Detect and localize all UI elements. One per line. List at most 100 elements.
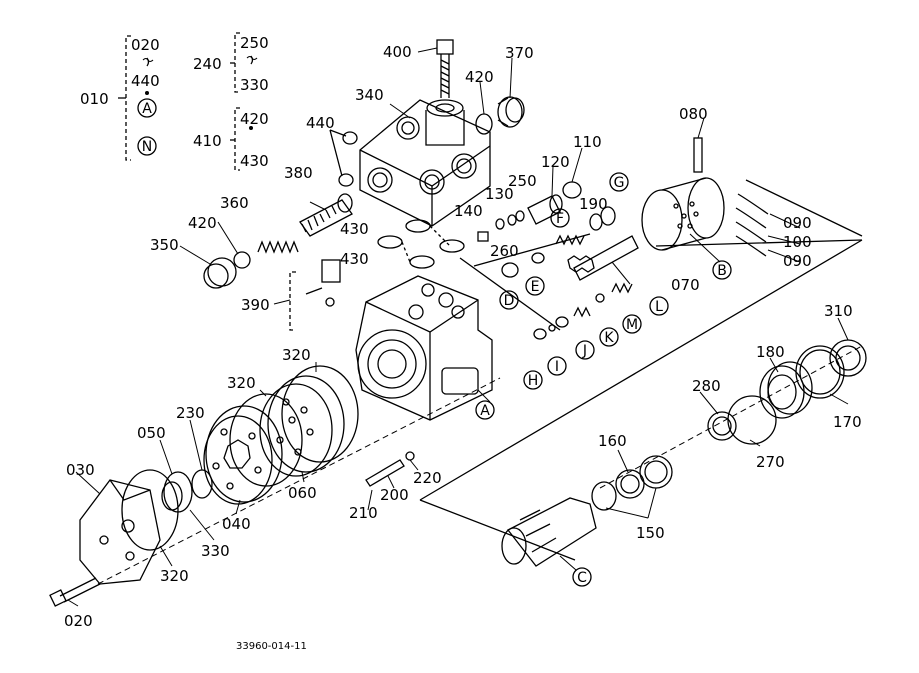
part-plate-060 (259, 375, 345, 477)
part-oring-430d (409, 255, 435, 269)
part-oring-320b (229, 393, 303, 487)
part-washer-150b (591, 481, 617, 511)
part-spring-360 (257, 240, 299, 254)
label-190: 190 (579, 195, 608, 213)
circle-letter-e: E (531, 279, 540, 295)
circle-letter-n: N (142, 139, 152, 155)
part-190 (589, 206, 616, 231)
group-bracket-410 (230, 107, 240, 171)
part-oring-320a (281, 365, 359, 463)
label-350: 350 (150, 236, 179, 254)
part-ring-420 (233, 251, 251, 269)
label-170: 170 (833, 413, 862, 431)
label-430-b: 430 (340, 220, 369, 238)
circle-letter-f: F (556, 211, 564, 227)
label-240: 240 (193, 55, 222, 73)
circle-letter-i: I (555, 359, 559, 375)
label-150: 150 (636, 524, 665, 542)
label-330-b: 330 (201, 542, 230, 560)
label-420-c: 420 (188, 214, 217, 232)
circle-letter-a-top: A (142, 101, 152, 117)
label-010: 010 (80, 90, 109, 108)
label-200: 200 (380, 486, 409, 504)
label-400: 400 (383, 43, 412, 61)
part-main-body (355, 275, 493, 421)
figure-number: 33960-014-11 (236, 641, 307, 652)
label-260: 260 (490, 242, 519, 260)
part-bolt-400 (436, 39, 454, 98)
part-pin-080 (693, 137, 703, 173)
part-shaft-c (501, 497, 597, 567)
part-140 (477, 231, 489, 242)
label-410: 410 (193, 132, 222, 150)
label-110: 110 (573, 133, 602, 151)
part-cap-350 (203, 257, 237, 289)
part-cover-340 (359, 99, 491, 227)
label-250-top: 250 (240, 34, 269, 52)
label-090-b: 090 (783, 252, 812, 270)
label-020-top: 020 (131, 36, 160, 54)
part-fitting-440a (342, 131, 358, 145)
circle-letter-k: K (604, 330, 614, 346)
label-340: 340 (355, 86, 384, 104)
circle-letter-m: M (626, 317, 638, 333)
label-080: 080 (679, 105, 708, 123)
label-320-a: 320 (282, 346, 311, 364)
part-spool-070 (567, 235, 639, 281)
label-050: 050 (137, 424, 166, 442)
label-250-b: 250 (508, 172, 537, 190)
circle-letter-a: A (480, 403, 490, 419)
label-380: 380 (284, 164, 313, 182)
label-130: 130 (485, 185, 514, 203)
label-070: 070 (671, 276, 700, 294)
label-180: 180 (756, 343, 785, 361)
part-bolt-020 (49, 577, 101, 607)
label-440-top: 440 (131, 72, 160, 90)
part-130 (495, 218, 505, 230)
part-end-cap-030 (79, 479, 161, 585)
label-220: 220 (413, 469, 442, 487)
label-430-c: 430 (340, 250, 369, 268)
label-090-a: 090 (783, 214, 812, 232)
part-ring-280 (707, 411, 737, 441)
label-040: 040 (222, 515, 251, 533)
label-440-b: 440 (306, 114, 335, 132)
part-bearing-180 (759, 361, 813, 419)
label-370: 370 (505, 44, 534, 62)
label-160: 160 (598, 432, 627, 450)
label-420-b: 420 (465, 68, 494, 86)
part-washer-160 (615, 469, 645, 499)
label-120: 120 (541, 153, 570, 171)
label-360: 360 (220, 194, 249, 212)
circle-letter-d: D (504, 293, 515, 309)
label-230: 230 (176, 404, 205, 422)
group-bracket-390 (289, 259, 341, 331)
label-390: 390 (241, 296, 270, 314)
label-030: 030 (66, 461, 95, 479)
part-oring-320c (121, 469, 179, 551)
part-spring-l (611, 282, 633, 294)
part-gerotor-040 (203, 405, 283, 505)
label-330-top: 330 (240, 76, 269, 94)
part-springs-090-100 (735, 193, 769, 257)
circle-letter-j: J (582, 343, 587, 359)
label-320-b: 320 (227, 374, 256, 392)
part-fitting-440b (338, 173, 354, 187)
label-420-top: 420 (240, 110, 269, 128)
label-140: 140 (454, 202, 483, 220)
part-oring-430a (405, 219, 431, 233)
part-oring-430b (377, 235, 403, 249)
circle-letter-g: G (614, 175, 625, 191)
part-oring-430c (439, 239, 465, 253)
label-320-c: 320 (160, 567, 189, 585)
part-valve-380 (299, 193, 353, 237)
part-120 (527, 194, 563, 225)
part-spring-k (573, 306, 591, 318)
label-280: 280 (692, 377, 721, 395)
label-100: 100 (783, 233, 812, 251)
label-020-b: 020 (64, 612, 93, 630)
label-310: 310 (824, 302, 853, 320)
circle-letter-l: L (655, 299, 663, 315)
label-210: 210 (349, 504, 378, 522)
